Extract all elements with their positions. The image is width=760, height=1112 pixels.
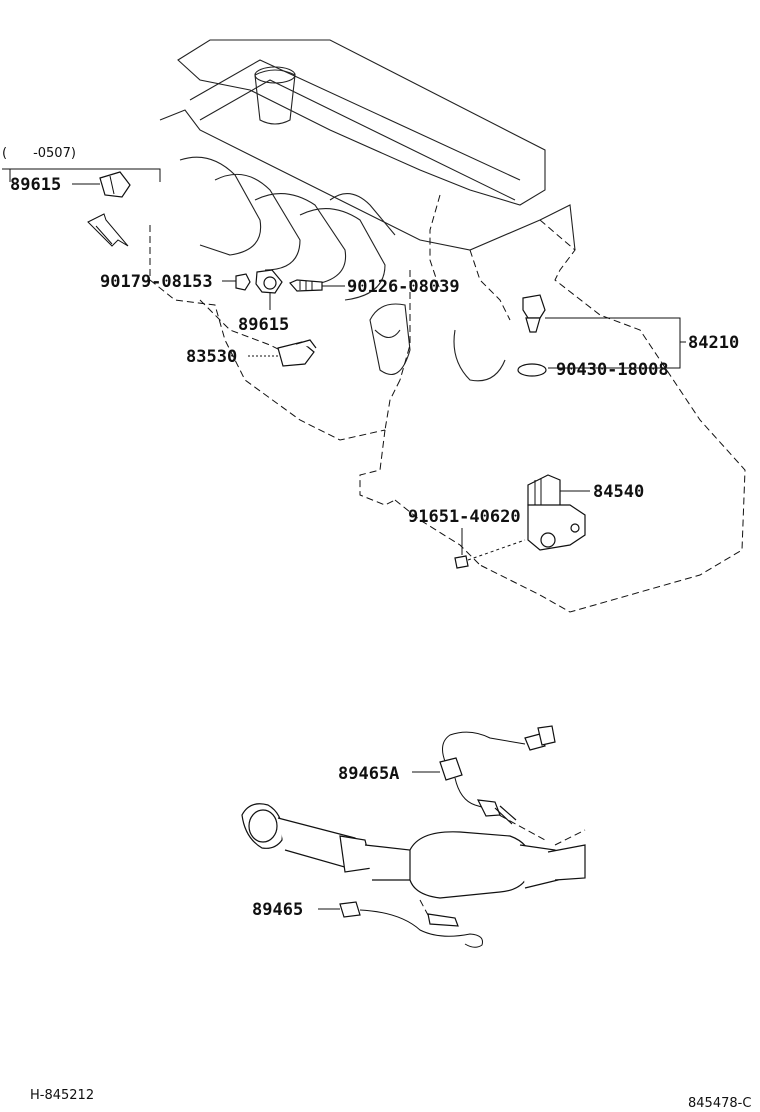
part-label-90179-08153: 90179-08153 bbox=[100, 272, 213, 292]
bolt-91651-part bbox=[454, 555, 469, 569]
oxygen-sensor-89465-part bbox=[339, 899, 483, 948]
part-label-89465A: 89465A bbox=[338, 764, 399, 784]
gasket-90430-part bbox=[517, 363, 547, 377]
leader-91651-to-switch bbox=[467, 539, 526, 561]
part-label-84210: 84210 bbox=[688, 333, 739, 353]
sensor-83530-part bbox=[277, 339, 317, 367]
direction-arrow-icon bbox=[87, 213, 129, 247]
nut-90179-part bbox=[235, 273, 251, 291]
switch-84540-part bbox=[527, 474, 586, 551]
bolt-90126-part bbox=[289, 279, 323, 292]
part-label-89615-mid: 89615 bbox=[238, 315, 289, 335]
part-label-89615-top: 89615 bbox=[10, 175, 61, 195]
part-label-91651-40620: 91651-40620 bbox=[408, 507, 521, 527]
date-range-group: ( -0507) bbox=[2, 146, 161, 182]
date-range-label: ( -0507) bbox=[2, 146, 76, 161]
bracket-84210 bbox=[545, 317, 681, 369]
footer-illustration-code: H-845212 bbox=[30, 1088, 94, 1103]
footer-catalog-code: 845478-C bbox=[688, 1096, 751, 1111]
engine-outline bbox=[149, 39, 746, 613]
part-label-89465: 89465 bbox=[252, 900, 303, 920]
sensor-84210-part bbox=[522, 294, 546, 333]
exhaust-pipe-assembly bbox=[241, 803, 586, 899]
part-label-90430-18008: 90430-18008 bbox=[556, 360, 669, 380]
part-label-90126-08039: 90126-08039 bbox=[347, 277, 460, 297]
part-label-83530: 83530 bbox=[186, 347, 237, 367]
part-label-84540: 84540 bbox=[593, 482, 644, 502]
sensor-89615-top-part bbox=[99, 171, 131, 198]
sensor-89615-mid-part bbox=[255, 269, 283, 294]
oxygen-sensor-89465A-part bbox=[439, 725, 556, 825]
